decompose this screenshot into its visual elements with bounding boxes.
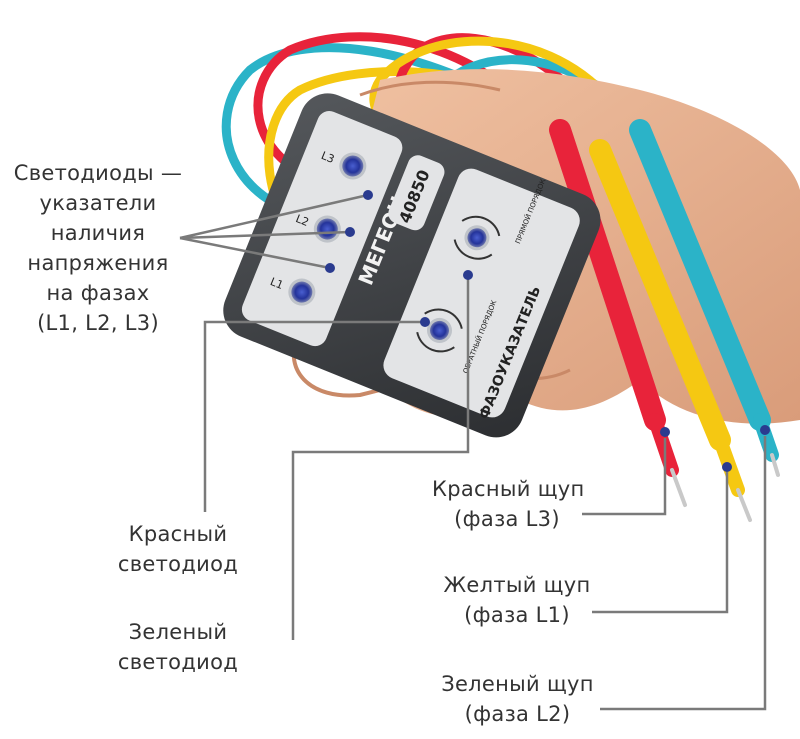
- led-l3: L3: [319, 149, 367, 180]
- leader-red-led: [203, 320, 425, 512]
- leader-led-l2: [179, 230, 351, 240]
- cyan-probe-marker: [760, 425, 770, 435]
- callout-leds-line: на фазах: [46, 281, 150, 305]
- green-led-direct: [453, 215, 501, 260]
- leader-green-probe: [600, 436, 767, 711]
- callout-leds: Светодиоды — указатели наличия напряжени…: [8, 158, 188, 338]
- callout-green-led: Зеленый светодиод: [108, 617, 248, 677]
- rotation-panel: [383, 168, 580, 418]
- callout-red-probe: Красный щуп (фаза L3): [432, 474, 585, 534]
- leader-green-led: [291, 278, 470, 640]
- callout-yellow-probe-line: (фаза L1): [464, 603, 570, 627]
- callout-yellow-probe-line: Желтый щуп: [443, 573, 591, 597]
- leader-lines: [179, 193, 767, 711]
- callout-leds-line: напряжения: [27, 251, 169, 275]
- callout-red-led-line: светодиод: [117, 552, 239, 576]
- callout-leds-line: указатели: [39, 191, 157, 215]
- callout-leds-line: Светодиоды —: [13, 161, 183, 185]
- red-probe-marker: [660, 427, 670, 437]
- led-l2: L2: [294, 212, 341, 243]
- callout-leds-line: (L1, L2, L3): [37, 311, 159, 335]
- cyan-wire: [221, 43, 565, 225]
- callout-green-probe-line: Зеленый щуп: [441, 672, 594, 696]
- callout-green-probe: Зеленый щуп (фаза L2): [435, 669, 600, 729]
- callout-red-led: Красный светодиод: [108, 519, 248, 579]
- callout-green-probe-line: (фаза L2): [464, 702, 571, 726]
- callout-red-probe-line: (фаза L3): [454, 507, 560, 531]
- led-label-l2: L2: [294, 212, 311, 229]
- probes: [549, 119, 780, 522]
- leader-yellow-probe: [592, 472, 729, 614]
- callout-red-probe-line: Красный щуп: [432, 477, 585, 501]
- yellow-probe-marker: [722, 462, 732, 472]
- led-label-l3: L3: [319, 149, 336, 166]
- led-label-l1: L1: [268, 275, 285, 292]
- leader-red-probe: [582, 438, 667, 516]
- callout-yellow-probe: Желтый щуп (фаза L1): [442, 570, 592, 630]
- leader-dots: [325, 190, 473, 327]
- callout-red-led-line: Красный: [128, 522, 228, 546]
- callout-green-led-line: светодиод: [117, 650, 239, 674]
- leader-led-l1: [179, 236, 331, 270]
- callout-green-led-line: Зеленый: [128, 620, 228, 644]
- phase-tester: L3 L2 L1 МЕГЕОН 40850 ПРЯМОЙ ПОРЯДОК ОБР…: [223, 93, 601, 438]
- callout-leds-line: наличия: [50, 221, 146, 245]
- leader-led-l3: [179, 193, 369, 240]
- led-l1: L1: [268, 275, 316, 306]
- red-led-reverse: [416, 308, 463, 353]
